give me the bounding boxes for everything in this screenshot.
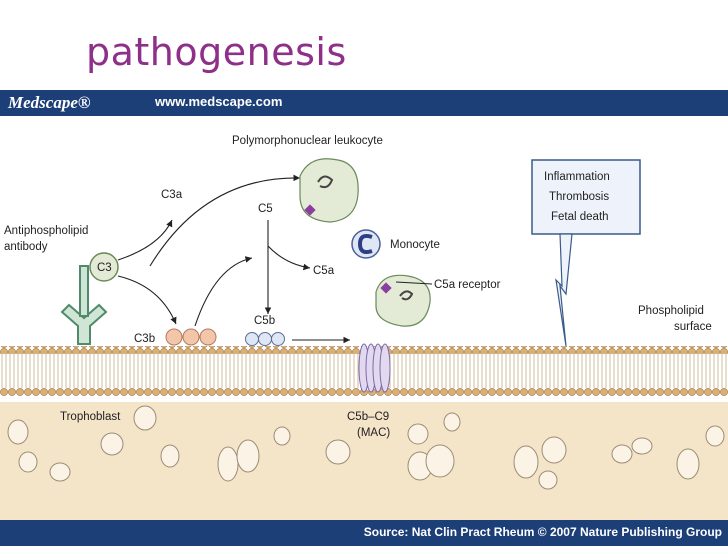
c5b-label: C5b: [254, 315, 275, 327]
mac-label-line2: (MAC): [357, 427, 390, 439]
mac-label-line1: C5b–C9: [347, 411, 389, 423]
trophoblast-label: Trophoblast: [60, 411, 121, 423]
pathway-arrows: [117, 174, 350, 344]
pathway-figure: Medscape® www.medscape.com: [0, 90, 728, 546]
antibody-label-line1: Antiphospholipid: [4, 225, 88, 237]
c5a-label: C5a: [313, 265, 335, 277]
figure-footer-bar: Source: Nat Clin Pract Rheum © 2007 Natu…: [0, 520, 728, 546]
phospholipid-label-line2: surface: [674, 321, 712, 333]
effect-inflammation: Inflammation: [544, 171, 610, 183]
leukocyte-with-receptor: [375, 274, 433, 327]
effects-callout: [531, 159, 641, 347]
pathway-diagram: Polymorphonuclear leukocyte C3a C5 C5a C…: [0, 135, 728, 520]
slide-title: pathogenesis: [86, 30, 347, 74]
monocyte-label: Monocyte: [390, 239, 440, 251]
c3-molecule: [89, 252, 119, 282]
c5-label: C5: [258, 203, 273, 215]
figure-header-bar: Medscape® www.medscape.com: [0, 90, 728, 116]
mac-complex: [358, 343, 391, 393]
medscape-url: www.medscape.com: [155, 94, 283, 109]
intracellular-vesicles: [7, 405, 725, 490]
antiphospholipid-antibody: [60, 265, 108, 345]
pmn-label: Polymorphonuclear leukocyte: [232, 135, 383, 147]
c3-label: C3: [97, 262, 112, 274]
effect-thrombosis: Thrombosis: [549, 191, 609, 203]
phospholipid-label-line1: Phospholipid: [638, 305, 704, 317]
effect-fetal-death: Fetal death: [551, 211, 609, 223]
c5a-receptor: [380, 282, 392, 294]
monocyte-cell: [351, 229, 381, 259]
trophoblast-cytoplasm: [0, 402, 728, 520]
antibody-label-line2: antibody: [4, 241, 48, 253]
medscape-logo: Medscape®: [8, 93, 91, 112]
c5b-molecules: [245, 332, 285, 346]
source-credit: Source: Nat Clin Pract Rheum © 2007 Natu…: [363, 525, 722, 539]
c3b-label: C3b: [134, 333, 155, 345]
c3b-molecules: [165, 328, 217, 346]
c5a-receptor-label: C5a receptor: [434, 279, 501, 291]
polymorphonuclear-leukocyte: [299, 158, 359, 223]
c3a-label: C3a: [161, 189, 183, 201]
